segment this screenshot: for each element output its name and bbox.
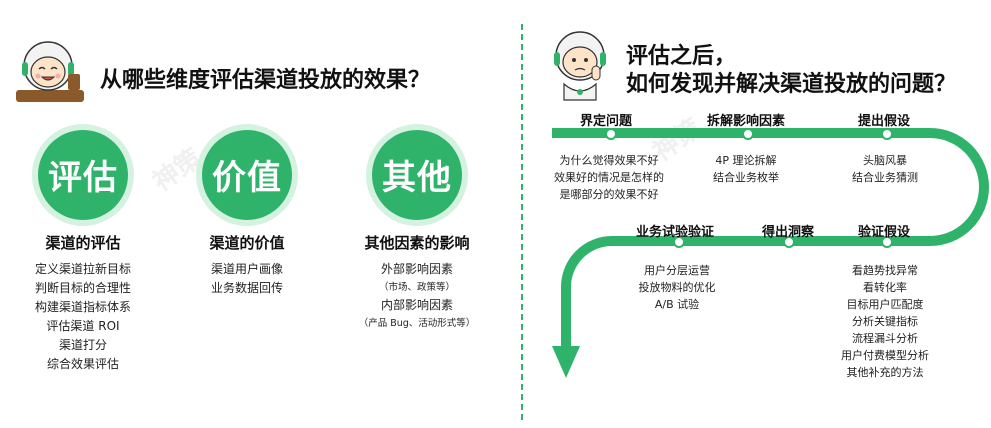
mascot-happy-icon: [16, 41, 84, 102]
circle-other-label: 其他: [382, 158, 452, 198]
stage-define-problem: 界定问题: [580, 114, 633, 129]
stage-dot: [881, 236, 893, 248]
desc-line: 用户付费模型分析: [841, 349, 929, 362]
stage-dot: [881, 128, 893, 140]
desc-hypothesize: 头脑风暴 结合业务猜测: [800, 152, 970, 186]
circle-value-label: 价值: [212, 158, 282, 198]
flow-arrow-icon: [552, 346, 580, 378]
desc-line: 其他补充的方法: [846, 366, 924, 379]
stage-business-experiment: 业务试验验证: [636, 225, 715, 240]
desc-line: A/B 试验: [654, 298, 700, 311]
stage-dot: [783, 236, 795, 248]
list-item: 渠道用户画像: [210, 262, 283, 276]
desc-line: 结合业务枚举: [713, 171, 779, 184]
desc-line: 看转化率: [863, 281, 907, 294]
mascot-thinking-icon: [554, 31, 606, 101]
desc-line: 流程漏斗分析: [852, 332, 918, 345]
list-value: 渠道用户画像 业务数据回传: [147, 260, 347, 298]
stage-insight: 得出洞察: [762, 225, 815, 240]
stage-dot: [742, 128, 754, 140]
list-other: 外部影响因素 （市场、政策等） 内部影响因素 （产品 Bug、活动形式等）: [317, 260, 517, 332]
desc-decompose-factors: 4P 理论拆解 结合业务枚举: [661, 152, 831, 186]
circle-value: 价值: [202, 130, 292, 220]
list-item: 构建渠道指标体系: [34, 300, 131, 314]
desc-verify-hypothesis: 看趋势找异常 看转化率 目标用户匹配度 分析关键指标 流程漏斗分析 用户付费模型…: [800, 262, 970, 381]
left-title: 从哪些维度评估渠道投放的效果？: [100, 68, 431, 93]
list-item: 定义渠道拉新目标: [34, 262, 131, 276]
subtitle-value: 渠道的价值: [209, 234, 285, 252]
desc-line: 4P 理论拆解: [715, 154, 777, 167]
desc-line: 用户分层运营: [644, 264, 710, 277]
stage-dot: [673, 236, 685, 248]
desc-define-problem: 为什么觉得效果不好 效果好的情况是怎样的 是哪部分的效果不好: [524, 152, 694, 203]
desc-line: 投放物料的优化: [638, 281, 716, 294]
list-item: 内部影响因素: [380, 298, 453, 312]
circle-other: 其他: [372, 130, 462, 220]
desc-line: 效果好的情况是怎样的: [554, 171, 664, 184]
stage-verify-hypothesis: 验证假设: [858, 225, 911, 240]
right-title-line2: 如何发现并解决渠道投放的问题？: [626, 72, 957, 97]
list-item: （市场、政策等）: [378, 282, 455, 293]
desc-line: 为什么觉得效果不好: [559, 154, 659, 167]
desc-line: 目标用户匹配度: [846, 298, 924, 311]
stage-hypothesize: 提出假设: [858, 114, 911, 129]
list-item: 判断目标的合理性: [34, 281, 131, 295]
desc-line: 头脑风暴: [863, 154, 907, 167]
list-item: 渠道打分: [58, 338, 107, 352]
divider: [521, 24, 523, 420]
desc-line: 结合业务猜测: [852, 171, 918, 184]
subtitle-other: 其他因素的影响: [364, 234, 470, 252]
stage-decompose-factors: 拆解影响因素: [707, 114, 786, 129]
desc-line: 是哪部分的效果不好: [559, 188, 659, 201]
circle-evaluate: 评估: [38, 130, 128, 220]
stage-dot: [605, 128, 617, 140]
desc-line: 看趋势找异常: [852, 264, 918, 277]
list-evaluate: 定义渠道拉新目标 判断目标的合理性 构建渠道指标体系 评估渠道 ROI 渠道打分…: [0, 260, 183, 374]
list-item: 评估渠道 ROI: [46, 319, 120, 333]
right-title-line1: 评估之后，: [626, 44, 737, 69]
list-item: 业务数据回传: [210, 281, 283, 295]
circle-evaluate-label: 评估: [48, 158, 118, 198]
list-item: 外部影响因素: [380, 262, 453, 276]
list-item: 综合效果评估: [46, 357, 119, 371]
desc-business-experiment: 用户分层运营 投放物料的优化 A/B 试验: [592, 262, 762, 313]
desc-line: 分析关键指标: [852, 315, 918, 328]
subtitle-evaluate: 渠道的评估: [45, 234, 121, 252]
list-item: （产品 Bug、活动形式等）: [358, 318, 476, 329]
